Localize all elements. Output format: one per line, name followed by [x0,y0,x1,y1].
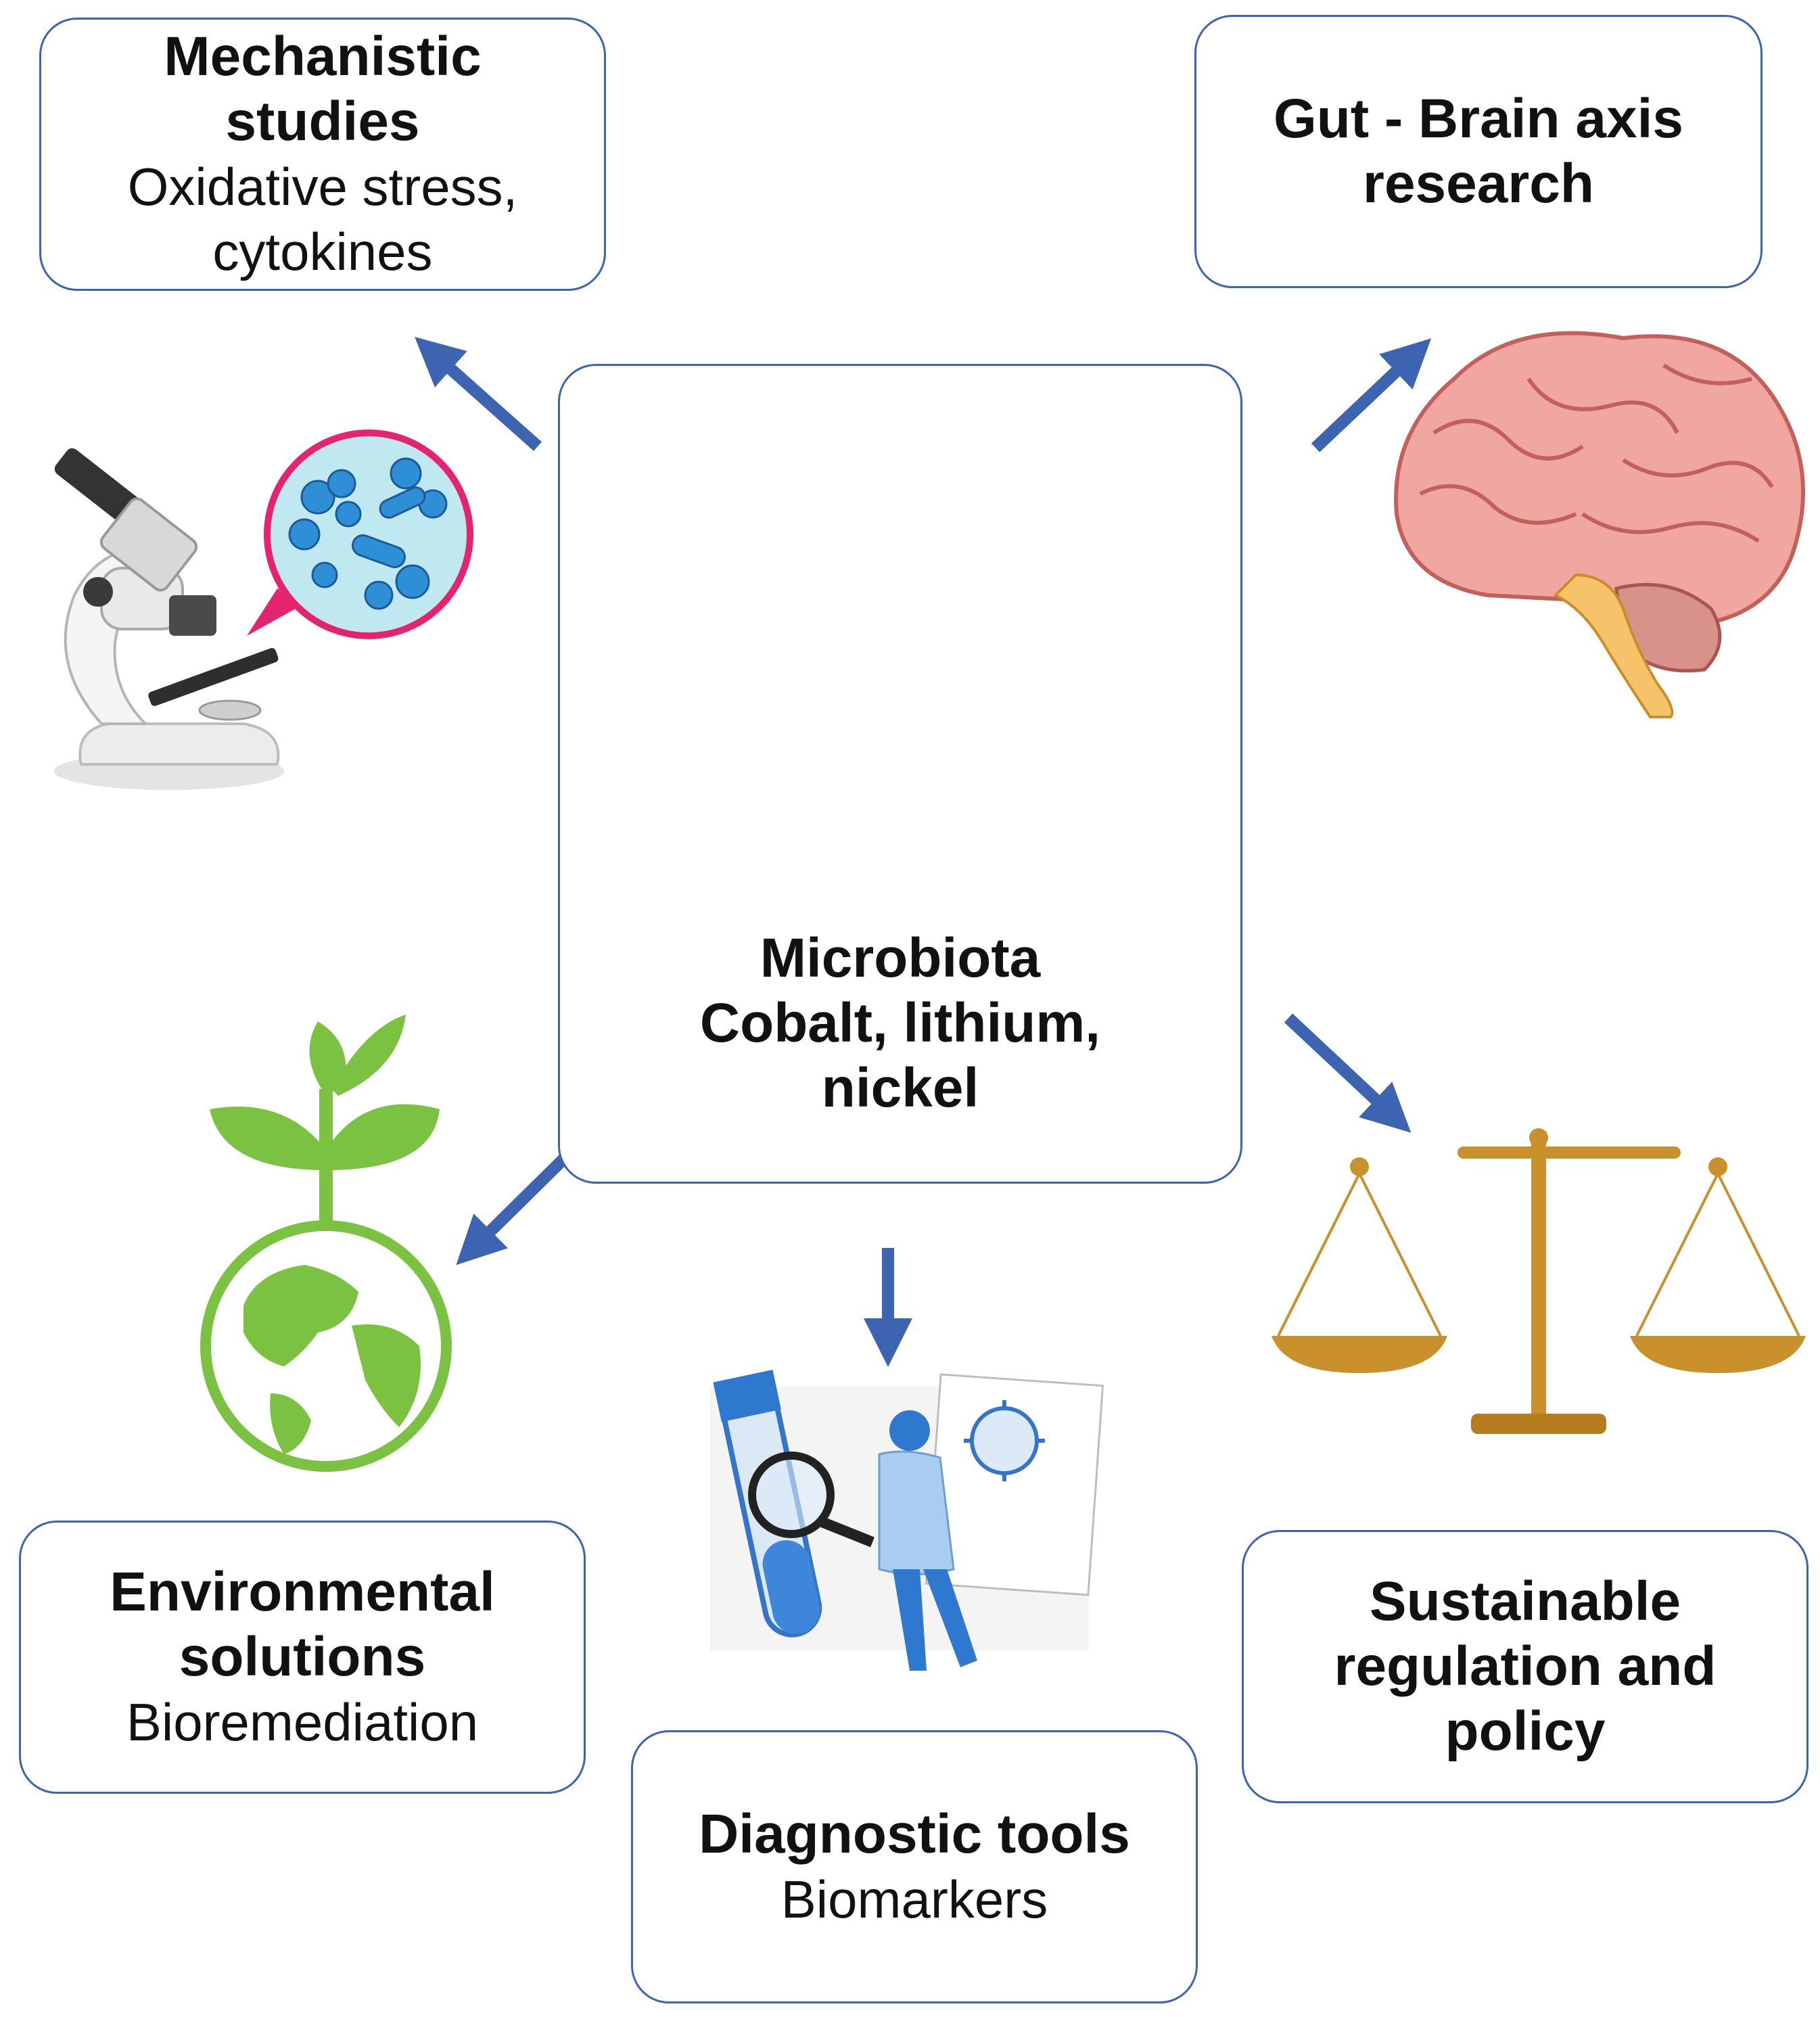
center-line-3: nickel [821,1057,979,1119]
scientist-test-tube-icon [710,1370,1104,1671]
diagnostic-title: Diagnostic tools [699,1803,1130,1865]
mechanistic-title-1: Mechanistic [164,26,482,87]
arrow-to-mechanistic [415,337,542,451]
environmental-subtitle: Bioremediation [126,1692,479,1752]
environmental-title-2: solutions [179,1626,426,1688]
gut-brain-title-1: Gut - Brain axis [1273,88,1684,149]
diagnostic-subtitle: Biomarkers [780,1870,1048,1929]
globe-plant-icon [200,1015,452,1472]
sustainable-title-3: policy [1445,1700,1606,1762]
arrow-to-gut-brain [1311,338,1432,453]
gut-brain-title-2: research [1363,153,1594,214]
scales-icon [1271,1128,1806,1434]
arrow-to-environmental [456,1149,574,1266]
mechanistic-title-2: studies [225,91,420,152]
bacteria-bubble-icon [288,457,448,610]
sustainable-title-2: regulation and [1334,1636,1717,1697]
microscope-icon [54,430,473,790]
sustainable-title-1: Sustainable [1369,1571,1681,1632]
center-box: Microbiota Cobalt, lithium, nickel [558,364,1242,1184]
center-line-1: Microbiota [760,927,1041,989]
diagnostic-box: Diagnostic tools Biomarkers [631,1730,1198,2003]
arrow-to-sustainable [1284,1013,1411,1133]
gut-brain-box: Gut - Brain axis research [1194,15,1763,288]
environmental-title-1: Environmental [110,1561,495,1623]
arrows [415,337,1432,1367]
center-line-2: Cobalt, lithium, [699,992,1101,1054]
environmental-box: Environmental solutions Bioremediation [19,1521,586,1794]
brain-icon [1394,331,1805,718]
mechanistic-studies-box: Mechanistic studies Oxidative stress, cy… [39,18,606,291]
sustainable-box: Sustainable regulation and policy [1242,1530,1809,1803]
mechanistic-subtitle-1: Oxidative stress, [127,157,518,216]
mechanistic-subtitle-2: cytokines [212,222,433,281]
